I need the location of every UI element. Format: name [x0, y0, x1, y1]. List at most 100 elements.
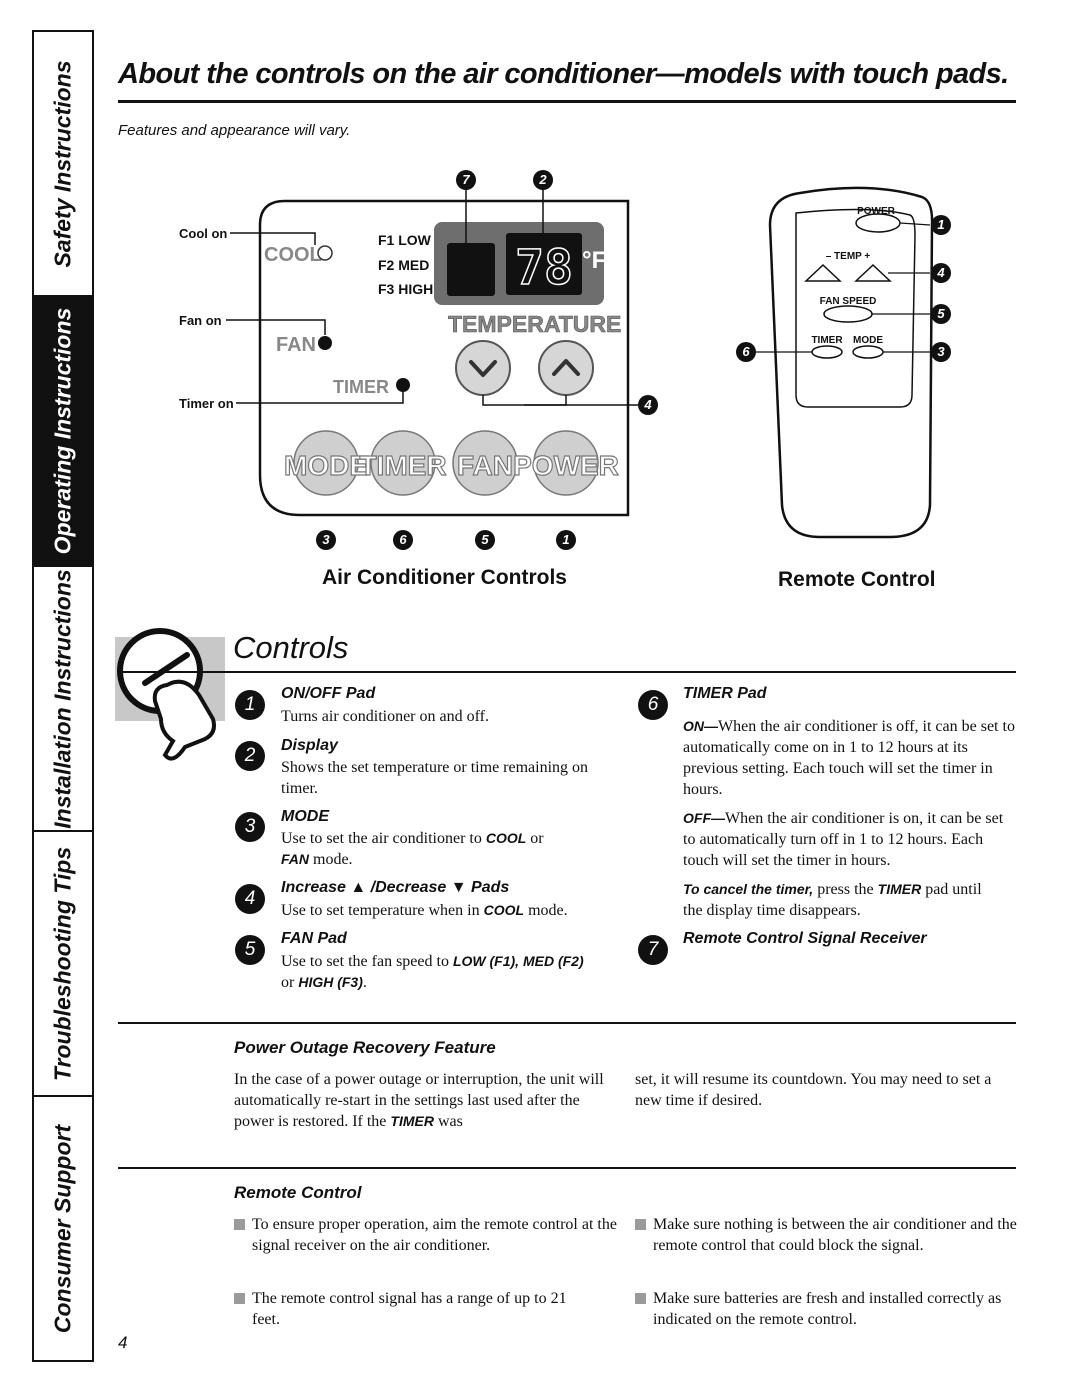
remote-timer-label: TIMER — [811, 335, 843, 346]
item-number: 4 — [235, 884, 265, 914]
signal-receiver-heading: Remote Control Signal Receiver — [683, 930, 927, 947]
power-outage-heading: Power Outage Recovery Feature — [234, 1038, 496, 1057]
fan-label: FAN — [276, 334, 316, 356]
fan-indicator — [318, 336, 332, 350]
tab-label: Safety Instructions — [49, 59, 76, 268]
list-item: Make sure nothing is between the air con… — [635, 1214, 1033, 1256]
power-outage-text-col2: set, it will resume its countdown. You m… — [635, 1071, 992, 1109]
item-number: 2 — [235, 741, 265, 771]
section-rule — [118, 1167, 1016, 1169]
remote-mode-label: MODE — [853, 335, 883, 346]
increase-decrease-text: Use to set temperature when in COOL mode… — [281, 902, 568, 919]
chevron-down-icon — [469, 360, 497, 377]
timer-pad-label: TIMER — [359, 450, 446, 481]
remote-temp-up — [854, 263, 892, 282]
remote-callout-5: 5 — [931, 304, 951, 324]
on-off-pad-text: Turns air conditioner on and off. — [281, 708, 489, 725]
item-number: 5 — [235, 935, 265, 965]
cancel-timer-text: To cancel the timer, press the TIMER pad… — [683, 881, 982, 919]
remote-power-label: POWER — [857, 206, 896, 217]
controls-rule — [118, 671, 1016, 673]
callout-2: 2 — [533, 170, 553, 190]
ac-panel-outline — [258, 199, 630, 517]
remote-panel — [795, 208, 916, 408]
timer-on-text: ON—When the air conditioner is off, it c… — [683, 718, 1015, 798]
section-tabs: Safety Instructions Operating Instructio… — [32, 30, 94, 1362]
on-off-pad-heading: ON/OFF Pad — [281, 685, 376, 702]
triangle-down-icon: ▼ — [450, 879, 467, 896]
mode-pad — [293, 430, 359, 496]
ac-controls-caption: Air Conditioner Controls — [322, 566, 567, 589]
timer-on-label: Timer on — [179, 396, 234, 411]
display-value: 78 — [515, 240, 573, 296]
fan-pad — [452, 430, 518, 496]
remote-temp-label: – TEMP + — [826, 251, 871, 262]
tab-label: Consumer Support — [49, 1124, 76, 1333]
mode-heading: MODE — [281, 808, 329, 825]
fan-on-label: Fan on — [179, 313, 222, 328]
power-outage-text-col1: In the case of a power outage or interru… — [234, 1071, 604, 1130]
remote-temp-down — [804, 263, 842, 282]
remote-callout-3: 3 — [931, 342, 951, 362]
remote-caption: Remote Control — [778, 568, 936, 591]
remote-mode-button — [852, 345, 884, 359]
list-item: To ensure proper operation, aim the remo… — [234, 1214, 617, 1256]
tab-consumer-support[interactable]: Consumer Support — [34, 1097, 92, 1360]
list-item: The remote control signal has a range of… — [234, 1288, 592, 1330]
list-item: Make sure batteries are fresh and instal… — [635, 1288, 1033, 1330]
remote-timer-button — [811, 345, 843, 359]
callout-5: 5 — [475, 530, 495, 550]
mode-pad-label: MODE — [284, 450, 368, 481]
item-number: 6 — [638, 690, 668, 720]
remote-illustration: POWER – TEMP + FAN SPEED TIMER MODE — [756, 186, 934, 539]
temperature-label: TEMPERATURE — [448, 311, 621, 337]
f1-label: F1 LOW — [378, 232, 432, 248]
timer-pad — [370, 430, 436, 496]
fan-pad-heading: FAN Pad — [281, 930, 347, 947]
title-rule — [118, 100, 1016, 103]
triangle-up-icon: ▲ — [350, 879, 367, 896]
tab-installation-instructions[interactable]: Installation Instructions — [34, 567, 92, 832]
hand-touch-icon — [115, 628, 225, 761]
item-number: 3 — [235, 812, 265, 842]
temp-down-button — [455, 340, 511, 396]
tab-label: Installation Instructions — [49, 568, 76, 829]
page-number: 4 — [118, 1333, 128, 1352]
power-pad — [533, 430, 599, 496]
fan-pad-text: Use to set the fan speed to LOW (F1), ME… — [281, 953, 584, 991]
ac-panel-illustration: 78 °F F1 LOW F2 MED F3 HIGH COOL FAN TIM… — [179, 189, 638, 517]
remote-callout-4: 4 — [931, 263, 951, 283]
callout-4: 4 — [638, 395, 658, 415]
timer-label: TIMER — [333, 377, 389, 397]
page-title: About the controls on the air conditione… — [118, 58, 1009, 90]
section-rule — [118, 1022, 1016, 1024]
cool-indicator — [317, 245, 333, 261]
timer-pad-heading: TIMER Pad — [683, 685, 767, 702]
display-text: Shows the set temperature or time remain… — [281, 759, 589, 797]
remote-callout-1: 1 — [931, 215, 951, 235]
item-number: 7 — [638, 935, 668, 965]
tab-troubleshooting-tips[interactable]: Troubleshooting Tips — [34, 832, 92, 1097]
remote-power-button — [855, 213, 901, 233]
cool-on-label: Cool on — [179, 226, 227, 241]
timer-indicator — [396, 378, 410, 392]
controls-title: Controls — [233, 630, 349, 665]
tab-operating-instructions[interactable]: Operating Instructions — [34, 297, 92, 567]
temp-up-button — [538, 340, 594, 396]
increase-decrease-heading: Increase ▲ /Decrease ▼ Pads — [281, 879, 510, 896]
page-subtitle: Features and appearance will vary. — [118, 122, 351, 139]
remote-fan-speed-label: FAN SPEED — [820, 296, 877, 307]
callout-1: 1 — [556, 530, 576, 550]
tab-label: Operating Instructions — [49, 307, 76, 555]
tab-label: Troubleshooting Tips — [49, 846, 76, 1081]
display-heading: Display — [281, 737, 338, 754]
power-pad-label: POWER — [513, 450, 619, 481]
chevron-up-icon — [552, 359, 580, 376]
remote-fan-speed-button — [823, 305, 873, 323]
callout-3: 3 — [316, 530, 336, 550]
remote-outline — [768, 186, 934, 539]
f2-label: F2 MED — [378, 257, 429, 273]
tab-safety-instructions[interactable]: Safety Instructions — [34, 32, 92, 297]
remote-control-heading: Remote Control — [234, 1183, 362, 1202]
callout-6: 6 — [393, 530, 413, 550]
